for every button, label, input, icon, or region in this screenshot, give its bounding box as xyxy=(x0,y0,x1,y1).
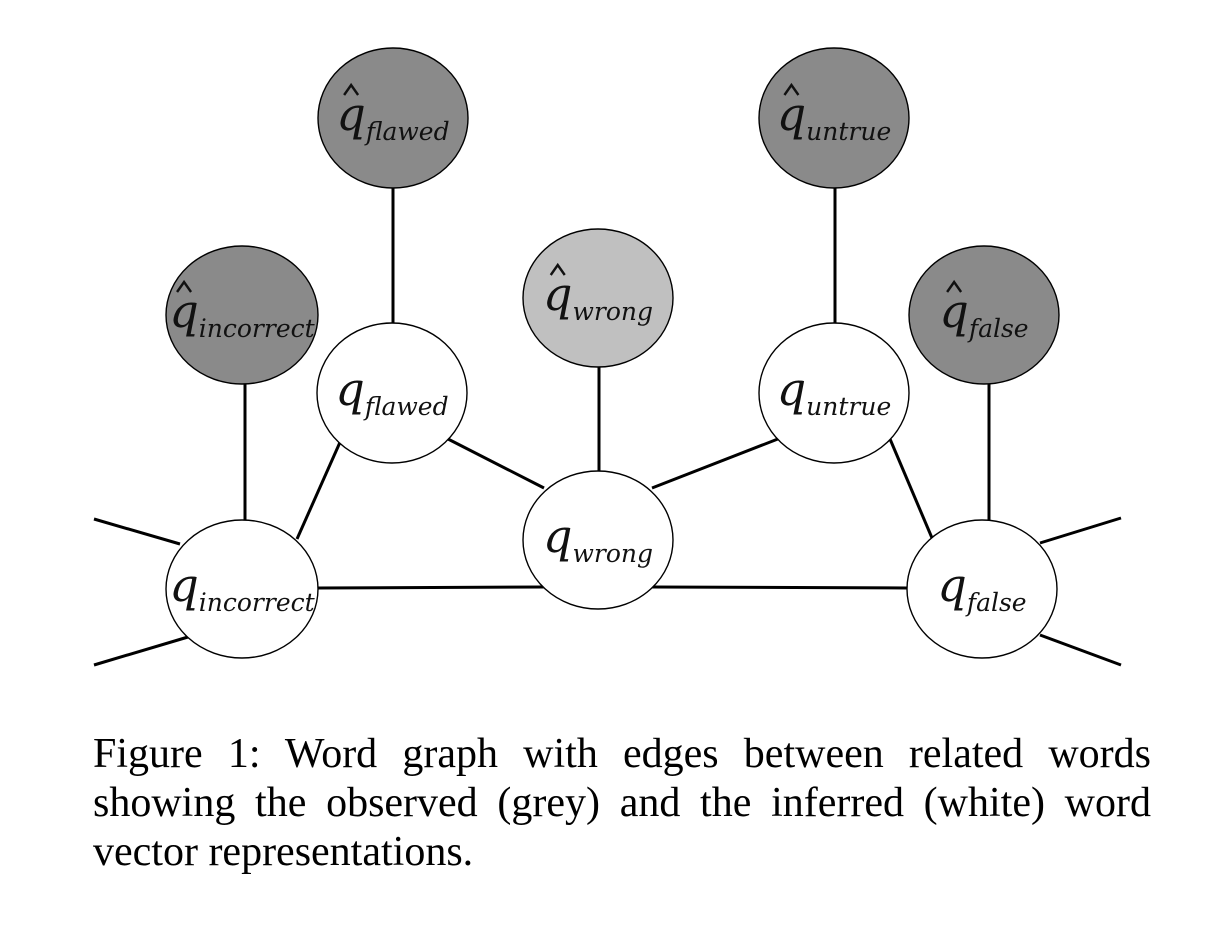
node-subscript: untrue xyxy=(806,392,891,421)
hat-accent-icon xyxy=(783,82,800,96)
observed-node-flawed: qflawed xyxy=(317,47,469,189)
edge-q-incorrect-to-q-wrong xyxy=(317,585,545,590)
node-subscript: incorrect xyxy=(199,588,316,617)
hat-accent-icon xyxy=(176,279,193,293)
dangling-edge-q-incorrect-lower-left xyxy=(93,635,189,667)
node-label: qfalse xyxy=(937,558,1026,617)
node-subscript: false xyxy=(965,588,1027,617)
node-label: qfalse xyxy=(939,284,1028,343)
dangling-edge-q-incorrect-upper-left xyxy=(93,517,181,546)
node-subscript: false xyxy=(967,314,1029,343)
node-subscript: untrue xyxy=(806,117,891,146)
node-circle xyxy=(906,519,1058,659)
hat-accent-icon xyxy=(549,262,566,276)
edge-q-wrong-to-q-untrue xyxy=(651,435,784,490)
hat-accent-icon xyxy=(343,82,360,96)
node-symbol: q xyxy=(543,267,572,321)
node-subscript: wrong xyxy=(572,297,653,326)
observed-node-wrong: qwrong xyxy=(522,228,674,368)
node-label: qflawed xyxy=(335,362,448,421)
node-subscript: wrong xyxy=(572,539,653,568)
inferred-node-incorrect: qincorrect xyxy=(165,519,319,659)
observed-node-incorrect: qincorrect xyxy=(165,245,319,385)
inferred-node-false: qfalse xyxy=(906,519,1058,659)
node-symbol: q xyxy=(169,558,198,612)
node-circle xyxy=(522,470,674,610)
node-symbol: q xyxy=(169,284,198,338)
dangling-edge-q-false-lower-right xyxy=(1039,633,1122,667)
dangling-edge-q-false-upper-right xyxy=(1039,516,1122,545)
node-circle xyxy=(317,47,469,189)
node-circle xyxy=(908,245,1060,385)
node-subscript: incorrect xyxy=(199,314,316,343)
node-circle xyxy=(758,322,910,464)
node-symbol: q xyxy=(777,87,806,141)
node-label: qflawed xyxy=(336,87,449,146)
hat-accent-icon xyxy=(946,279,963,293)
node-symbol: q xyxy=(336,87,365,141)
node-label: quntrue xyxy=(777,362,892,421)
node-circle xyxy=(316,322,468,464)
figure-caption: Figure 1: Word graph with edges between … xyxy=(93,731,1151,875)
edge-q-wrong-to-q-false xyxy=(651,585,908,590)
node-label: qincorrect xyxy=(169,558,315,617)
inferred-node-flawed: qflawed xyxy=(316,322,468,464)
node-subscript: flawed xyxy=(363,392,449,421)
node-circle xyxy=(165,245,319,385)
inferred-node-untrue: quntrue xyxy=(758,322,910,464)
node-circle xyxy=(758,47,910,189)
node-symbol: q xyxy=(335,362,364,416)
node-symbol: q xyxy=(939,284,968,338)
node-symbol: q xyxy=(543,509,572,563)
inferred-node-wrong: qwrong xyxy=(522,470,674,610)
observed-node-untrue: quntrue xyxy=(758,47,910,189)
node-label: qincorrect xyxy=(169,284,315,343)
node-label: qwrong xyxy=(543,509,653,568)
node-circle xyxy=(165,519,319,659)
node-symbol: q xyxy=(777,362,806,416)
observed-node-false: qfalse xyxy=(908,245,1060,385)
node-symbol: q xyxy=(937,558,966,612)
node-label: qwrong xyxy=(543,267,653,326)
node-subscript: flawed xyxy=(364,117,450,146)
node-circle xyxy=(522,228,674,368)
edge-q-flawed-to-q-wrong xyxy=(447,437,545,490)
edges-layer xyxy=(93,188,1122,667)
edge-q-incorrect-to-q-flawed xyxy=(295,439,343,540)
edge-q-untrue-to-q-false xyxy=(888,438,934,539)
node-label: quntrue xyxy=(777,87,892,146)
nodes-layer: qincorrectqflawedqwrongquntrueqfalseqinc… xyxy=(165,47,1060,659)
word-graph-diagram: qincorrectqflawedqwrongquntrueqfalseqinc… xyxy=(93,47,1122,667)
